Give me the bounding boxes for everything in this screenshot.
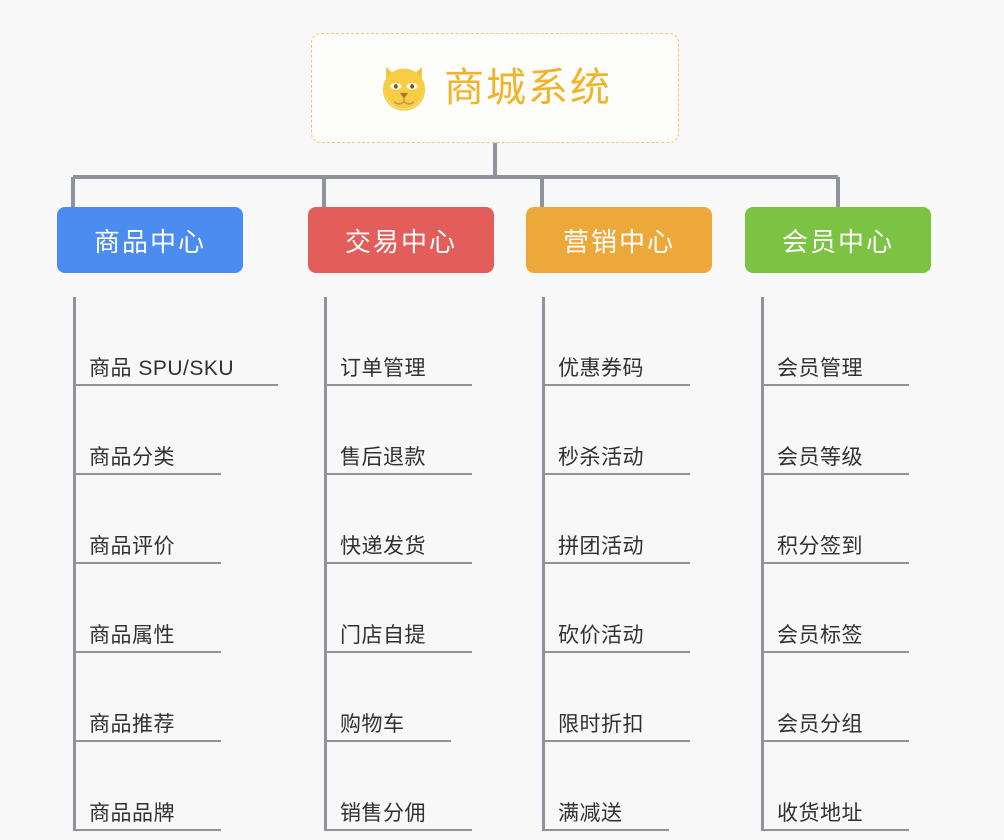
leaf-item[interactable]: 订单管理 xyxy=(308,297,494,386)
leaf-item-underline xyxy=(761,740,909,742)
category-header-label: 会员中心 xyxy=(781,226,894,257)
leaf-item-label: 满减送 xyxy=(558,801,623,825)
category-header[interactable]: 营销中心 xyxy=(526,207,712,273)
shiba-dog-face-icon xyxy=(382,66,426,113)
leaf-list: 会员管理会员等级积分签到会员标签会员分组收货地址 xyxy=(745,297,931,831)
leaf-item-underline xyxy=(324,473,472,475)
leaf-item-label: 商品品牌 xyxy=(89,801,175,825)
category-header[interactable]: 交易中心 xyxy=(308,207,494,273)
leaf-item-underline xyxy=(324,829,472,831)
leaf-item-label: 商品评价 xyxy=(89,534,175,558)
leaf-item-label: 会员等级 xyxy=(777,445,863,469)
column-trunk-line xyxy=(761,297,764,831)
leaf-item[interactable]: 会员等级 xyxy=(745,386,931,475)
column-trunk-line xyxy=(542,297,545,831)
leaf-item-label: 优惠券码 xyxy=(558,356,644,380)
leaf-item-label: 会员分组 xyxy=(777,712,863,736)
leaf-item[interactable]: 拼团活动 xyxy=(526,475,712,564)
leaf-item[interactable]: 满减送 xyxy=(526,742,712,831)
category-column: 交易中心订单管理售后退款快递发货门店自提购物车销售分佣 xyxy=(308,207,494,831)
leaf-item[interactable]: 购物车 xyxy=(308,653,494,742)
leaf-item-label: 会员标签 xyxy=(777,623,863,647)
leaf-item-underline xyxy=(542,740,690,742)
leaf-item-underline xyxy=(73,829,221,831)
category-header-label: 营销中心 xyxy=(562,226,675,257)
leaf-item-underline xyxy=(73,651,221,653)
leaf-item-label: 收货地址 xyxy=(777,801,863,825)
leaf-item-label: 积分签到 xyxy=(777,534,863,558)
leaf-item-label: 销售分佣 xyxy=(340,801,426,825)
leaf-item-underline xyxy=(324,651,472,653)
leaf-item-label: 售后退款 xyxy=(340,445,426,469)
leaf-item[interactable]: 会员标签 xyxy=(745,564,931,653)
leaf-item[interactable]: 售后退款 xyxy=(308,386,494,475)
leaf-item[interactable]: 商品分类 xyxy=(57,386,243,475)
leaf-item-label: 商品属性 xyxy=(89,623,175,647)
leaf-item-underline xyxy=(324,384,472,386)
leaf-item-underline xyxy=(324,740,451,742)
leaf-item-underline xyxy=(73,740,221,742)
leaf-item-label: 会员管理 xyxy=(777,356,863,380)
leaf-item[interactable]: 积分签到 xyxy=(745,475,931,564)
leaf-item[interactable]: 商品评价 xyxy=(57,475,243,564)
leaf-item-label: 秒杀活动 xyxy=(558,445,644,469)
leaf-item[interactable]: 商品品牌 xyxy=(57,742,243,831)
leaf-item-underline xyxy=(761,562,909,564)
leaf-item[interactable]: 限时折扣 xyxy=(526,653,712,742)
leaf-item[interactable]: 收货地址 xyxy=(745,742,931,831)
category-header-label: 商品中心 xyxy=(93,226,206,257)
leaf-item-underline xyxy=(761,651,909,653)
leaf-item[interactable]: 商品属性 xyxy=(57,564,243,653)
leaf-item-underline xyxy=(73,473,221,475)
leaf-item-underline xyxy=(324,562,472,564)
leaf-item-label: 拼团活动 xyxy=(558,534,644,558)
leaf-item-label: 砍价活动 xyxy=(558,623,644,647)
leaf-item-label: 商品 SPU/SKU xyxy=(89,356,235,380)
leaf-item[interactable]: 快递发货 xyxy=(308,475,494,564)
root-title: 商城系统 xyxy=(444,66,612,110)
leaf-item[interactable]: 商品 SPU/SKU xyxy=(57,297,278,386)
category-header[interactable]: 会员中心 xyxy=(745,207,931,273)
category-header-label: 交易中心 xyxy=(344,226,457,257)
leaf-item[interactable]: 会员分组 xyxy=(745,653,931,742)
leaf-item-underline xyxy=(542,651,690,653)
leaf-item-label: 快递发货 xyxy=(340,534,426,558)
leaf-item[interactable]: 销售分佣 xyxy=(308,742,494,831)
leaf-list: 优惠券码秒杀活动拼团活动砍价活动限时折扣满减送 xyxy=(526,297,712,831)
category-column: 营销中心优惠券码秒杀活动拼团活动砍价活动限时折扣满减送 xyxy=(526,207,712,831)
leaf-item-label: 限时折扣 xyxy=(558,712,644,736)
category-column: 商品中心商品 SPU/SKU 商品分类商品评价商品属性商品推荐商品品牌 xyxy=(57,207,278,831)
leaf-item[interactable]: 门店自提 xyxy=(308,564,494,653)
column-trunk-line xyxy=(73,297,76,831)
leaf-list: 商品 SPU/SKU 商品分类商品评价商品属性商品推荐商品品牌 xyxy=(57,297,278,831)
leaf-item-label: 商品分类 xyxy=(89,445,175,469)
category-column: 会员中心会员管理会员等级积分签到会员标签会员分组收货地址 xyxy=(745,207,931,831)
category-header[interactable]: 商品中心 xyxy=(57,207,243,273)
leaf-item-underline xyxy=(542,562,690,564)
leaf-item[interactable]: 商品推荐 xyxy=(57,653,243,742)
leaf-item-underline xyxy=(542,829,669,831)
leaf-item[interactable]: 秒杀活动 xyxy=(526,386,712,475)
leaf-item-underline xyxy=(761,829,909,831)
leaf-item-underline xyxy=(542,384,690,386)
leaf-item[interactable]: 优惠券码 xyxy=(526,297,712,386)
leaf-item[interactable]: 砍价活动 xyxy=(526,564,712,653)
leaf-item[interactable]: 会员管理 xyxy=(745,297,931,386)
leaf-item-label: 购物车 xyxy=(340,712,405,736)
leaf-item-label: 商品推荐 xyxy=(89,712,175,736)
leaf-item-underline xyxy=(761,384,909,386)
leaf-item-label: 门店自提 xyxy=(340,623,426,647)
leaf-item-label: 订单管理 xyxy=(340,356,426,380)
leaf-item-underline xyxy=(761,473,909,475)
root-node[interactable]: 商城系统 xyxy=(311,33,679,143)
leaf-list: 订单管理售后退款快递发货门店自提购物车销售分佣 xyxy=(308,297,494,831)
leaf-item-underline xyxy=(542,473,690,475)
leaf-item-underline xyxy=(73,562,221,564)
leaf-item-underline xyxy=(73,384,278,386)
column-trunk-line xyxy=(324,297,327,831)
